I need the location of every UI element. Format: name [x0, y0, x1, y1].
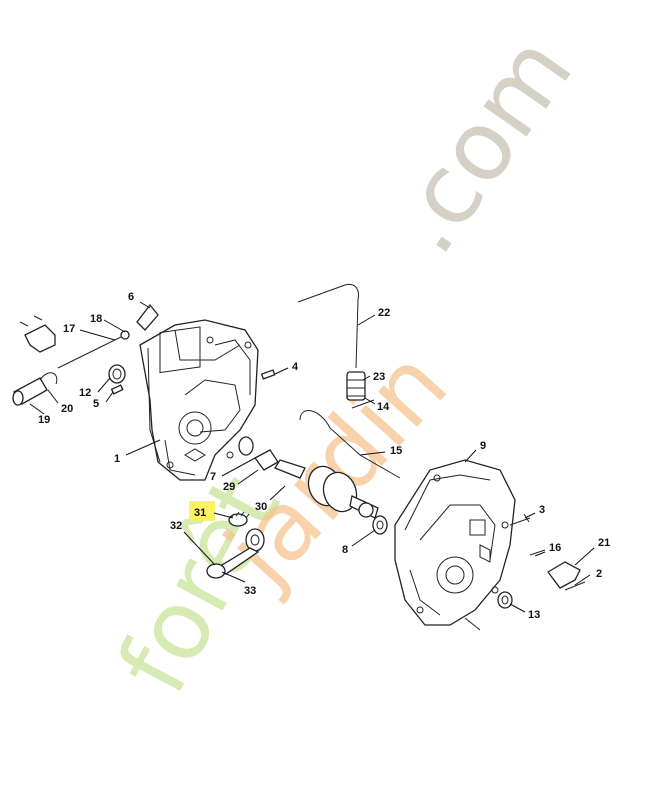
label-30: 30 [255, 501, 267, 513]
label-14: 14 [377, 401, 390, 413]
label-12: 12 [79, 387, 91, 399]
label-4: 4 [292, 361, 299, 373]
label-31: 31 [194, 507, 206, 519]
label-32: 32 [170, 520, 182, 532]
label-2: 2 [596, 568, 602, 580]
connecting-rod-assembly [206, 511, 265, 579]
label-17: 17 [63, 323, 75, 335]
label-1: 1 [114, 453, 120, 465]
crankcase-right [394, 459, 516, 626]
label-20: 20 [61, 403, 73, 415]
small-parts [12, 283, 586, 631]
gasket-7 [254, 449, 279, 471]
label-13: 13 [528, 609, 540, 621]
crankshaft [274, 459, 379, 519]
bearing-8 [372, 515, 388, 535]
label-6: 6 [128, 291, 134, 303]
label-33: 33 [244, 585, 256, 597]
crankcase-left [139, 319, 259, 481]
label-29: 29 [223, 481, 235, 493]
leader-lines [29, 301, 595, 613]
label-5: 5 [93, 398, 99, 410]
label-8: 8 [342, 544, 348, 556]
label-18: 18 [90, 313, 102, 325]
label-7: 7 [210, 471, 216, 483]
label-19: 19 [38, 414, 50, 426]
bearing-29 [238, 436, 254, 456]
watermark-com: .com [367, 16, 594, 273]
label-9: 9 [480, 440, 486, 452]
label-16: 16 [549, 542, 561, 554]
label-22: 22 [378, 307, 390, 319]
part-labels: 1 2 3 4 5 6 7 8 9 12 13 14 15 16 17 18 1… [38, 291, 610, 621]
highlight-31 [189, 501, 215, 521]
label-21: 21 [598, 537, 610, 549]
label-3: 3 [539, 504, 545, 516]
label-15: 15 [390, 445, 402, 457]
label-23: 23 [373, 371, 385, 383]
